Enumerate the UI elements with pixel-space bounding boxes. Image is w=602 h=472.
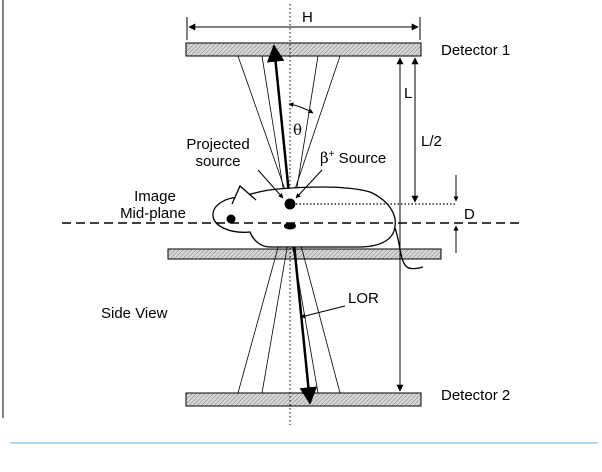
detector-1-label: Detector 1 — [441, 42, 510, 59]
theta-label: θ — [293, 121, 302, 139]
projected-source-label-1: Projected — [186, 136, 249, 153]
image-label-1: Image — [134, 188, 176, 205]
l-half-label: L/2 — [421, 133, 442, 150]
projected-source-label-2: source — [195, 153, 240, 170]
h-label: H — [302, 9, 313, 26]
lor-pointer — [300, 305, 346, 319]
beta-source-pointer — [295, 169, 323, 199]
mouse-ear — [231, 184, 257, 205]
lor-label: LOR — [348, 290, 379, 307]
mouse-body — [212, 186, 396, 248]
mouse-tail — [394, 227, 424, 270]
l-label: L — [404, 85, 412, 102]
mouse-eye — [226, 214, 236, 224]
beta-source-text: Source — [335, 150, 387, 167]
side-view-label: Side View — [101, 305, 168, 322]
beta-source-label: β+ Source — [320, 149, 386, 167]
detector-1 — [185, 42, 422, 57]
beta-symbol: β — [320, 149, 329, 167]
projected-source-pointer — [257, 169, 284, 199]
detector-2-label: Detector 2 — [441, 387, 510, 404]
image-label-2: Mid-plane — [120, 205, 186, 222]
d-label: D — [464, 206, 475, 223]
projected-source-dot — [284, 222, 296, 230]
lor-up — [266, 44, 292, 205]
theta-arc — [288, 102, 314, 114]
beta-source-dot — [284, 198, 296, 210]
beta-superscript: + — [329, 149, 335, 160]
detector-2 — [185, 392, 422, 407]
